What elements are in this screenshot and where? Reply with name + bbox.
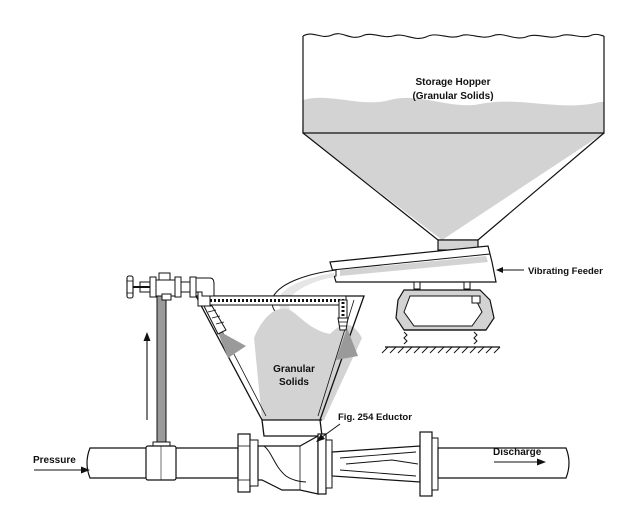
spray-header <box>197 291 349 335</box>
water-riser <box>126 272 215 449</box>
cone-solids <box>254 308 362 420</box>
hopper-torn-top <box>302 33 605 39</box>
right-spray <box>336 328 358 360</box>
eductor-label: Fig. 254 Eductor <box>338 412 412 423</box>
hopper-label-line2: (Granular Solids) <box>412 91 493 102</box>
valve-handwheel <box>126 275 134 299</box>
vibrating-feeder-label: Vibrating Feeder <box>528 266 603 277</box>
solids-label-line2: Solids <box>279 377 309 388</box>
discharge-pipe <box>437 447 570 479</box>
pressure-label: Pressure <box>33 455 76 466</box>
discharge-flange <box>419 431 433 497</box>
left-nozzle <box>203 305 227 335</box>
main-pipeline <box>86 431 570 497</box>
discharge-label: Discharge <box>493 447 542 458</box>
riser-pipe <box>156 293 167 445</box>
solids-label-line1: Granular <box>273 364 315 375</box>
eductor-diffuser <box>331 445 421 483</box>
vibrating-feeder: Vibrating Feeder <box>329 245 603 354</box>
hopper-label-line1: Storage Hopper <box>415 77 490 88</box>
hopper-box <box>302 36 605 134</box>
right-nozzle <box>337 317 349 331</box>
left-spray <box>217 330 246 358</box>
storage-hopper: Storage Hopper (Granular Solids) <box>302 33 605 251</box>
inlet-flange <box>237 433 251 493</box>
eductor-body <box>257 434 319 495</box>
